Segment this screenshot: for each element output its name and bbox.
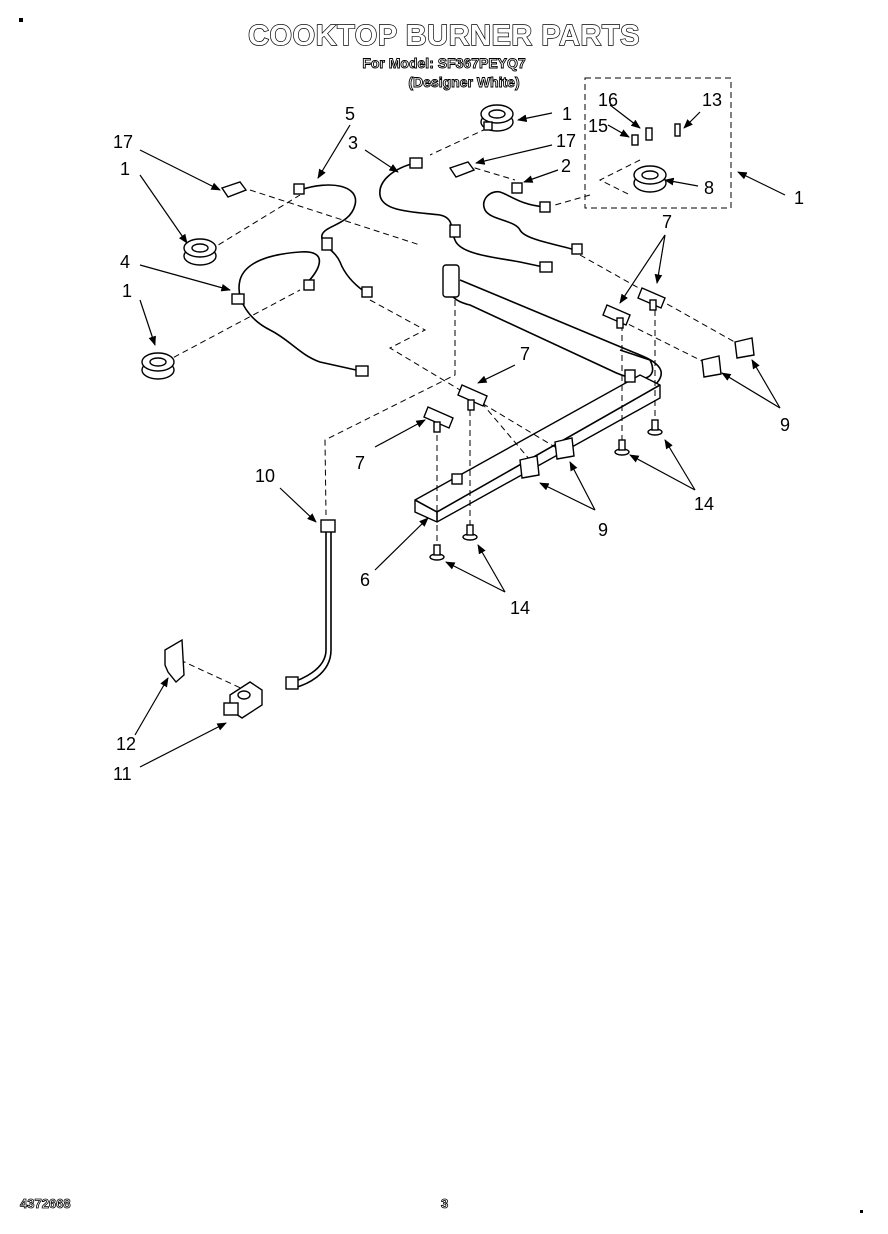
burner-tube-5 bbox=[293, 183, 373, 298]
orifice-holder-right bbox=[637, 287, 666, 311]
clip-9-d bbox=[519, 455, 540, 479]
valve-11 bbox=[223, 681, 263, 719]
burner-base-left-upper bbox=[183, 238, 217, 266]
clip-9-b bbox=[701, 355, 722, 378]
inset-box-burner-assembly bbox=[584, 77, 732, 209]
page-number: 3 bbox=[441, 1196, 449, 1212]
model-line: For Model: SF367PEYQ7 bbox=[362, 55, 526, 72]
burner-tube-2 bbox=[482, 182, 583, 255]
callout-1-right: 1 bbox=[794, 188, 804, 208]
callout-12: 12 bbox=[116, 734, 136, 754]
callout-9-right: 9 bbox=[780, 415, 790, 435]
bracket-17-left bbox=[220, 181, 248, 198]
callout-14-center: 14 bbox=[510, 598, 530, 618]
screw-15 bbox=[631, 134, 639, 146]
screw-14-center-b bbox=[462, 524, 478, 541]
screw-14-right-b bbox=[647, 419, 663, 436]
callout-13: 13 bbox=[702, 90, 722, 110]
callout-1-top: 1 bbox=[562, 104, 572, 124]
screw-13 bbox=[674, 123, 681, 137]
callout-6: 6 bbox=[360, 570, 370, 590]
burner-tube-10 bbox=[285, 519, 336, 690]
callout-7-center: 7 bbox=[520, 344, 530, 364]
orifice-holder-center bbox=[457, 384, 488, 411]
manifold-pipe bbox=[414, 264, 663, 523]
leader-arrows bbox=[134, 104, 786, 768]
assembly-dashed-lines bbox=[164, 119, 741, 691]
callout-14-right: 14 bbox=[694, 494, 714, 514]
orifice-holder-center-right bbox=[602, 304, 631, 329]
screw-14-right-a bbox=[614, 439, 630, 456]
corner-registration-mark-bottom bbox=[860, 1210, 863, 1213]
screw-14-center-a bbox=[429, 544, 445, 561]
burner-base-inset bbox=[633, 165, 667, 193]
callout-17-right: 17 bbox=[556, 131, 576, 151]
callout-9-center: 9 bbox=[598, 520, 608, 540]
callout-3: 3 bbox=[348, 133, 358, 153]
orifice-holder-left bbox=[423, 406, 454, 433]
burner-tube-4 bbox=[231, 251, 369, 377]
bracket-17-right bbox=[448, 161, 476, 178]
doc-number: 4372668 bbox=[20, 1196, 71, 1212]
burner-tube-3 bbox=[379, 157, 553, 273]
corner-registration-mark bbox=[19, 18, 23, 22]
callout-7-right: 7 bbox=[662, 212, 672, 232]
burner-base-left-lower bbox=[141, 352, 175, 380]
clip-9-c bbox=[554, 437, 575, 460]
callout-16: 16 bbox=[598, 90, 618, 110]
page-title: COOKTOP BURNER PARTS bbox=[247, 19, 640, 52]
callout-1-left-upper: 1 bbox=[120, 159, 130, 179]
callout-2: 2 bbox=[561, 156, 571, 176]
callout-10: 10 bbox=[255, 466, 275, 486]
callout-11: 11 bbox=[113, 764, 132, 784]
callout-5: 5 bbox=[345, 104, 355, 124]
clip-9-a bbox=[734, 337, 755, 359]
callout-4: 4 bbox=[120, 252, 130, 272]
screw-16 bbox=[645, 127, 653, 141]
callout-17-left: 17 bbox=[113, 132, 133, 152]
callout-15: 15 bbox=[588, 116, 608, 136]
callout-7-left: 7 bbox=[355, 453, 365, 473]
bracket-12 bbox=[164, 638, 185, 684]
callout-8: 8 bbox=[704, 178, 714, 198]
variant-line: (Designer White) bbox=[408, 74, 520, 91]
burner-base-top bbox=[480, 104, 514, 132]
callout-1-left-lower: 1 bbox=[122, 281, 132, 301]
